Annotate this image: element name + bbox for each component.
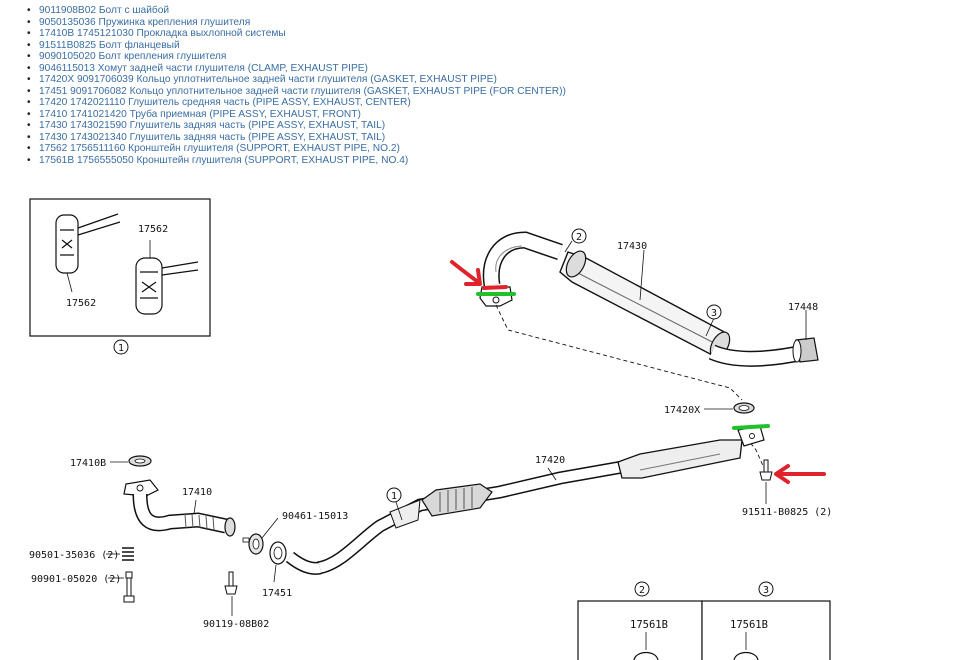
- part-number[interactable]: 9046115013: [39, 62, 95, 74]
- part-description: Труба приемная (PIPE ASSY, EXHAUST, FRON…: [129, 108, 361, 120]
- part-description: Пружинка крепления глушителя: [98, 16, 251, 28]
- parts-list-item[interactable]: 17420 1742021110 Глушитель средняя часть…: [24, 97, 566, 109]
- highlight-red-line: [482, 285, 508, 290]
- parts-list-item[interactable]: 17451 9091706082 Кольцо уплотнительное з…: [24, 86, 566, 98]
- parts-list-item[interactable]: 17410 1741021420 Труба приемная (PIPE AS…: [24, 109, 566, 121]
- parts-list-item[interactable]: 9090105020 Болт крепления глушителя: [24, 51, 566, 63]
- part-label-17430: 17430: [617, 241, 647, 252]
- part-description: Кронштейн глушителя (SUPPORT, EXHAUST PI…: [136, 154, 409, 166]
- highlight-green-line: [732, 424, 770, 430]
- inset-frame-3: [701, 600, 831, 660]
- part-number[interactable]: 9011908B02: [39, 5, 97, 16]
- parts-list-item[interactable]: 17562 1756511160 Кронштейн глушителя (SU…: [24, 143, 566, 155]
- part-number[interactable]: 17451 9091706082: [39, 85, 127, 97]
- part-description: Кронштейн глушителя (SUPPORT, EXHAUST PI…: [128, 143, 400, 154]
- part-number[interactable]: 9050135036: [39, 16, 96, 28]
- part-description: Болт фланцевый: [98, 39, 180, 51]
- callout-1-inset: 1: [118, 343, 124, 354]
- center-pipe-17420: 17420 1: [285, 425, 765, 575]
- part-description: Глушитель задняя часть (PIPE ASSY, EXHAU…: [129, 131, 386, 143]
- tail-pipe-17430: 17448 17430 2 3: [479, 228, 819, 367]
- support-bracket-icon: [633, 651, 659, 660]
- parts-list-item[interactable]: 17410B 1745121030 Прокладка выхлопной си…: [24, 28, 566, 40]
- part-label-17561B-a: 17561B: [630, 619, 668, 631]
- parts-list: 9011908B02 Болт с шайбой9050135036 Пружи…: [24, 5, 566, 166]
- part-description: Глушитель средняя часть (PIPE ASSY, EXHA…: [128, 97, 411, 108]
- callout-1-pipe: 1: [391, 491, 397, 502]
- callout-3-bottom: 3: [763, 585, 769, 596]
- part-label-17451: 17451: [262, 588, 292, 599]
- part-label-17562-bottom: 17562: [66, 298, 96, 309]
- front-pipe-17410: 17410B 17410 90501-35036 (2) 90901-05020…: [29, 455, 236, 603]
- gasket-17420X: 17420X: [664, 402, 755, 416]
- part-description: Хомут задней части глушителя (CLAMP, EXH…: [97, 62, 368, 74]
- part-label-17562-top: 17562: [138, 224, 168, 235]
- parts-list-item[interactable]: 91511B0825 Болт фланцевый: [24, 40, 566, 52]
- part-label-90901: 90901-05020 (2): [31, 574, 121, 585]
- gasket-17451: 17451: [262, 541, 292, 599]
- part-number[interactable]: 17420 1742021110: [39, 97, 126, 108]
- callout-2-bottom: 2: [639, 585, 645, 596]
- parts-list-item[interactable]: 17430 1743021340 Глушитель задняя часть …: [24, 132, 566, 144]
- parts-list-item[interactable]: 9011908B02 Болт с шайбой: [24, 5, 566, 17]
- part-label-91511: 91511-B0825 (2): [742, 507, 832, 518]
- part-number[interactable]: 17430 1743021340: [39, 131, 127, 143]
- hanger-bracket-icon: [135, 240, 199, 315]
- parts-list-item[interactable]: 17561B 1756555050 Кронштейн глушителя (S…: [24, 155, 566, 167]
- part-description: Прокладка выхлопной системы: [136, 28, 286, 39]
- part-label-17410: 17410: [182, 487, 212, 498]
- annotation-arrow-bottom: [774, 464, 826, 484]
- callout-3: 3: [711, 308, 717, 319]
- part-number[interactable]: 91511B0825: [39, 39, 97, 51]
- annotation-arrow-top: [450, 260, 482, 286]
- hanger-bracket-icon: [55, 213, 121, 293]
- part-number[interactable]: 17562 1756511160: [39, 143, 126, 154]
- part-description: Глушитель задняя часть (PIPE ASSY, EXHAU…: [129, 120, 386, 131]
- part-label-90461: 90461-15013: [282, 511, 348, 522]
- parts-list-item[interactable]: 17430 1743021590 Глушитель задняя часть …: [24, 120, 566, 132]
- bracket-inset: 17562 17562 1: [29, 198, 211, 355]
- part-number[interactable]: 9090105020: [39, 51, 96, 62]
- part-description: Кольцо уплотнительное задней части глуши…: [136, 74, 497, 85]
- part-label-90119: 90119-08B02: [203, 619, 269, 630]
- part-number[interactable]: 17410 1741021420: [39, 108, 127, 120]
- part-label-17448: 17448: [788, 302, 818, 313]
- part-label-17420X: 17420X: [664, 405, 700, 416]
- support-inset: 2 3 17561B 17561B: [577, 581, 831, 660]
- part-description: Болт крепления глушителя: [98, 51, 227, 62]
- spring-icon: [106, 547, 134, 561]
- part-number[interactable]: 17561B 1756555050: [39, 154, 134, 166]
- bolt-91511-B0825: 91511-B0825 (2): [742, 459, 832, 518]
- parts-list-item[interactable]: 9050135036 Пружинка крепления глушителя: [24, 17, 566, 29]
- part-number[interactable]: 17420X 9091706039: [39, 74, 134, 85]
- support-bracket-icon: [733, 651, 759, 660]
- connection-dashed-line: [495, 304, 743, 401]
- part-description: Кольцо уплотнительное задней части глуши…: [129, 85, 566, 97]
- bolt-90119-08B02: 90119-08B02: [203, 571, 269, 630]
- parts-list-item[interactable]: 9046115013 Хомут задней части глушителя …: [24, 63, 566, 75]
- clamp-90461-15013: 90461-15013: [242, 511, 348, 555]
- inset-frame-2: [577, 600, 703, 660]
- part-label-17561B-b: 17561B: [730, 619, 768, 631]
- part-label-17410B: 17410B: [70, 458, 106, 469]
- part-number[interactable]: 17430 1743021590: [39, 120, 127, 131]
- part-description: Болт с шайбой: [98, 5, 170, 16]
- part-label-17420: 17420: [535, 455, 565, 466]
- part-label-90501: 90501-35036 (2): [29, 550, 119, 561]
- parts-list-item[interactable]: 17420X 9091706039 Кольцо уплотнительное …: [24, 74, 566, 86]
- callout-2: 2: [576, 232, 582, 243]
- bolt-icon: [108, 571, 135, 603]
- part-number[interactable]: 17410B 1745121030: [39, 28, 134, 39]
